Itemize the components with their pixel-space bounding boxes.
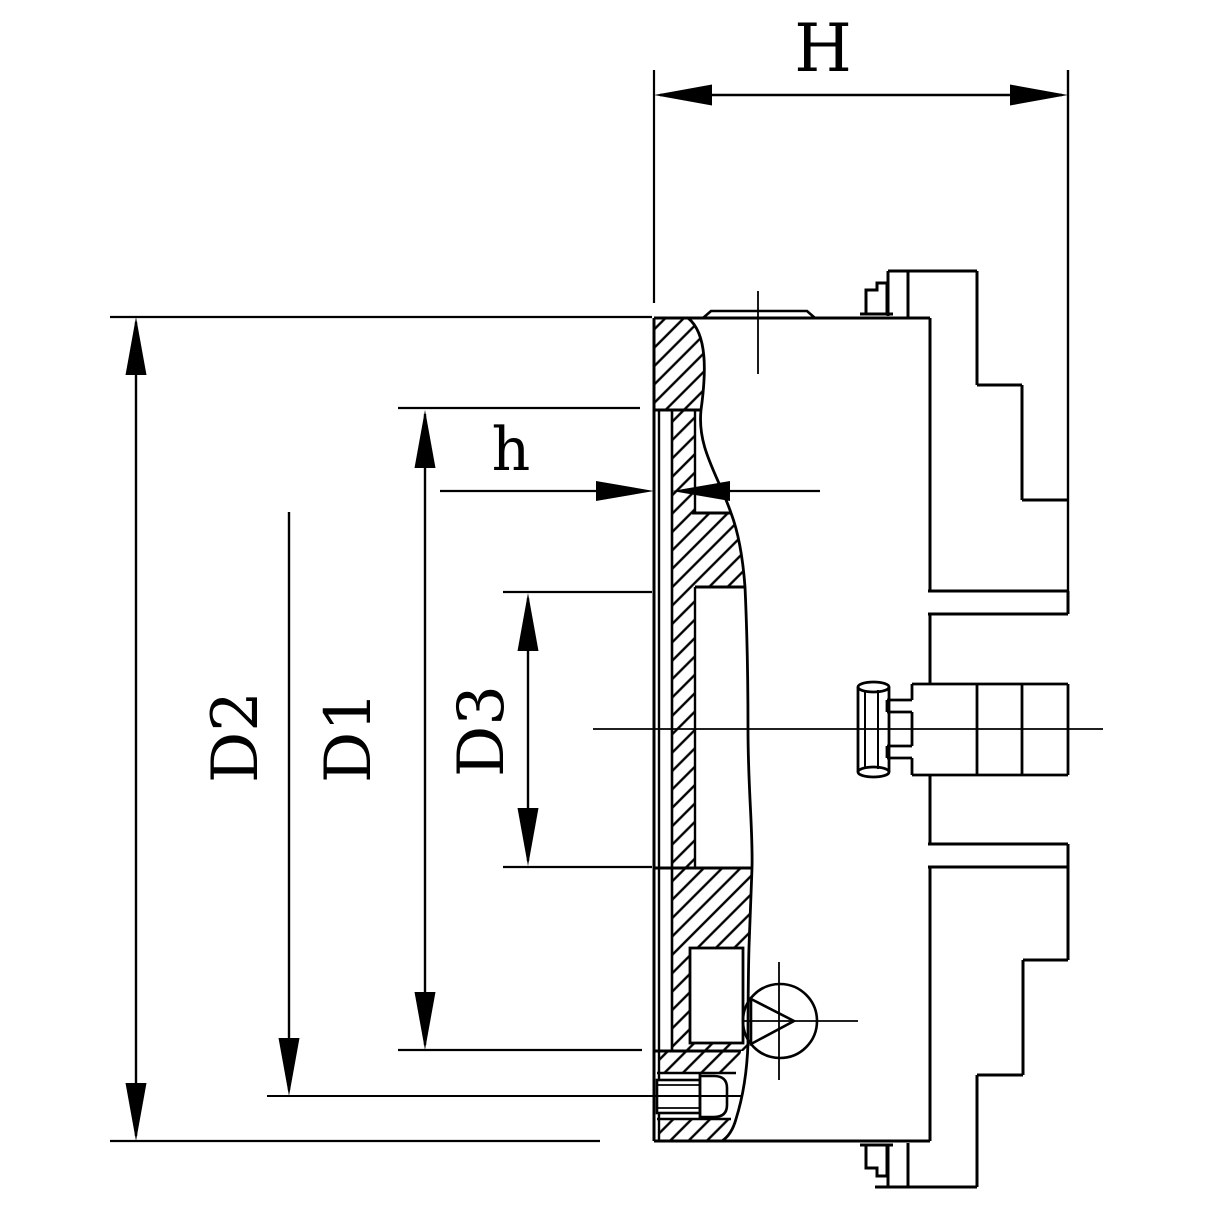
centerlines [593, 291, 1103, 730]
gear-pocket [688, 946, 745, 1045]
arrowhead-right [1010, 84, 1068, 106]
hatch-plate-web [672, 410, 695, 1051]
pinion-circle [741, 982, 819, 1060]
arrowhead-down [414, 992, 436, 1050]
bottom-jaw [860, 842, 1070, 1189]
pinion-cone-triangle [749, 996, 797, 1047]
arrowhead-up [414, 410, 436, 468]
hatch-upper-boss [695, 513, 745, 587]
bottom-jaw-tab [864, 1145, 889, 1178]
dimension-D3: D3 [445, 590, 652, 869]
arrowhead-up [125, 317, 147, 375]
arrowhead-left-pointing [672, 481, 730, 501]
label-H: H [794, 10, 852, 87]
break-line-curve [687, 316, 754, 1143]
hatch-bottom-flange-upper [659, 1051, 741, 1073]
dimension-D1: D1 [312, 406, 642, 1052]
arrowhead-down [278, 1038, 300, 1096]
face-screw-bump [702, 309, 816, 319]
label-D3: D3 [445, 685, 519, 777]
arrowhead-down [125, 1083, 147, 1141]
hatch-lower-boss [695, 868, 752, 947]
dimension-D2: D2 [199, 512, 742, 1097]
dimension-outer-diameter [110, 315, 652, 1143]
arrowhead-right-pointing [596, 481, 654, 501]
arrowhead-left [654, 84, 712, 106]
arrowhead-down [517, 808, 539, 866]
top-jaw [860, 269, 1070, 616]
chuck-body-outline [652, 316, 932, 1143]
hatch-top-flange [654, 318, 705, 410]
hatch-bottom-flange-lower [659, 1119, 730, 1141]
arrowhead-up [517, 593, 539, 651]
label-h: h [492, 415, 531, 485]
dimension-h: h [440, 415, 820, 501]
bevel-gear-detail [688, 946, 858, 1080]
label-D2: D2 [199, 691, 273, 783]
hatch-below-pocket [695, 1043, 748, 1051]
label-D1: D1 [312, 691, 386, 783]
dimension-H: H [652, 10, 1070, 591]
section-hatching [654, 318, 752, 1141]
